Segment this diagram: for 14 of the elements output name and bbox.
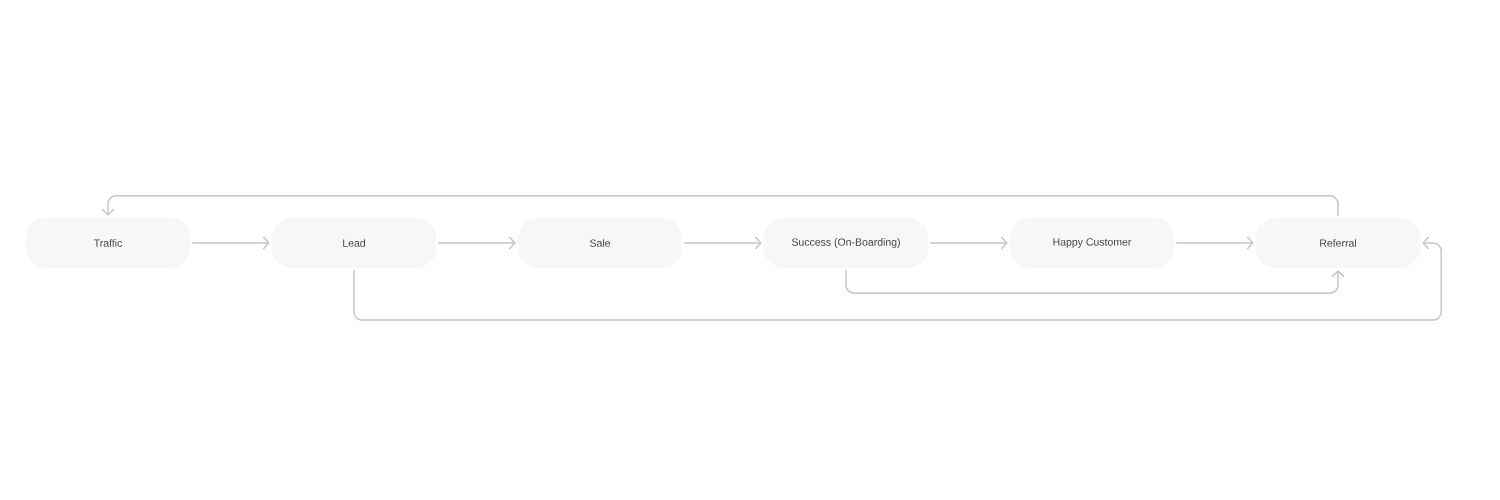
process-box: Happy Customer [1010,218,1174,268]
arrow [437,236,516,250]
arrow [845,269,1345,294]
arrow [1175,236,1254,250]
arrow [929,236,1008,250]
process-box: Referral [1256,218,1420,268]
process-box: Lead [272,218,436,268]
process-box: Success (On-Boarding) [764,218,928,268]
arrow [191,236,270,250]
arrow [353,236,1442,321]
arrow [683,236,762,250]
arrow [101,195,1339,217]
process-box: Sale [518,218,682,268]
process-box: Traffic [26,218,190,268]
